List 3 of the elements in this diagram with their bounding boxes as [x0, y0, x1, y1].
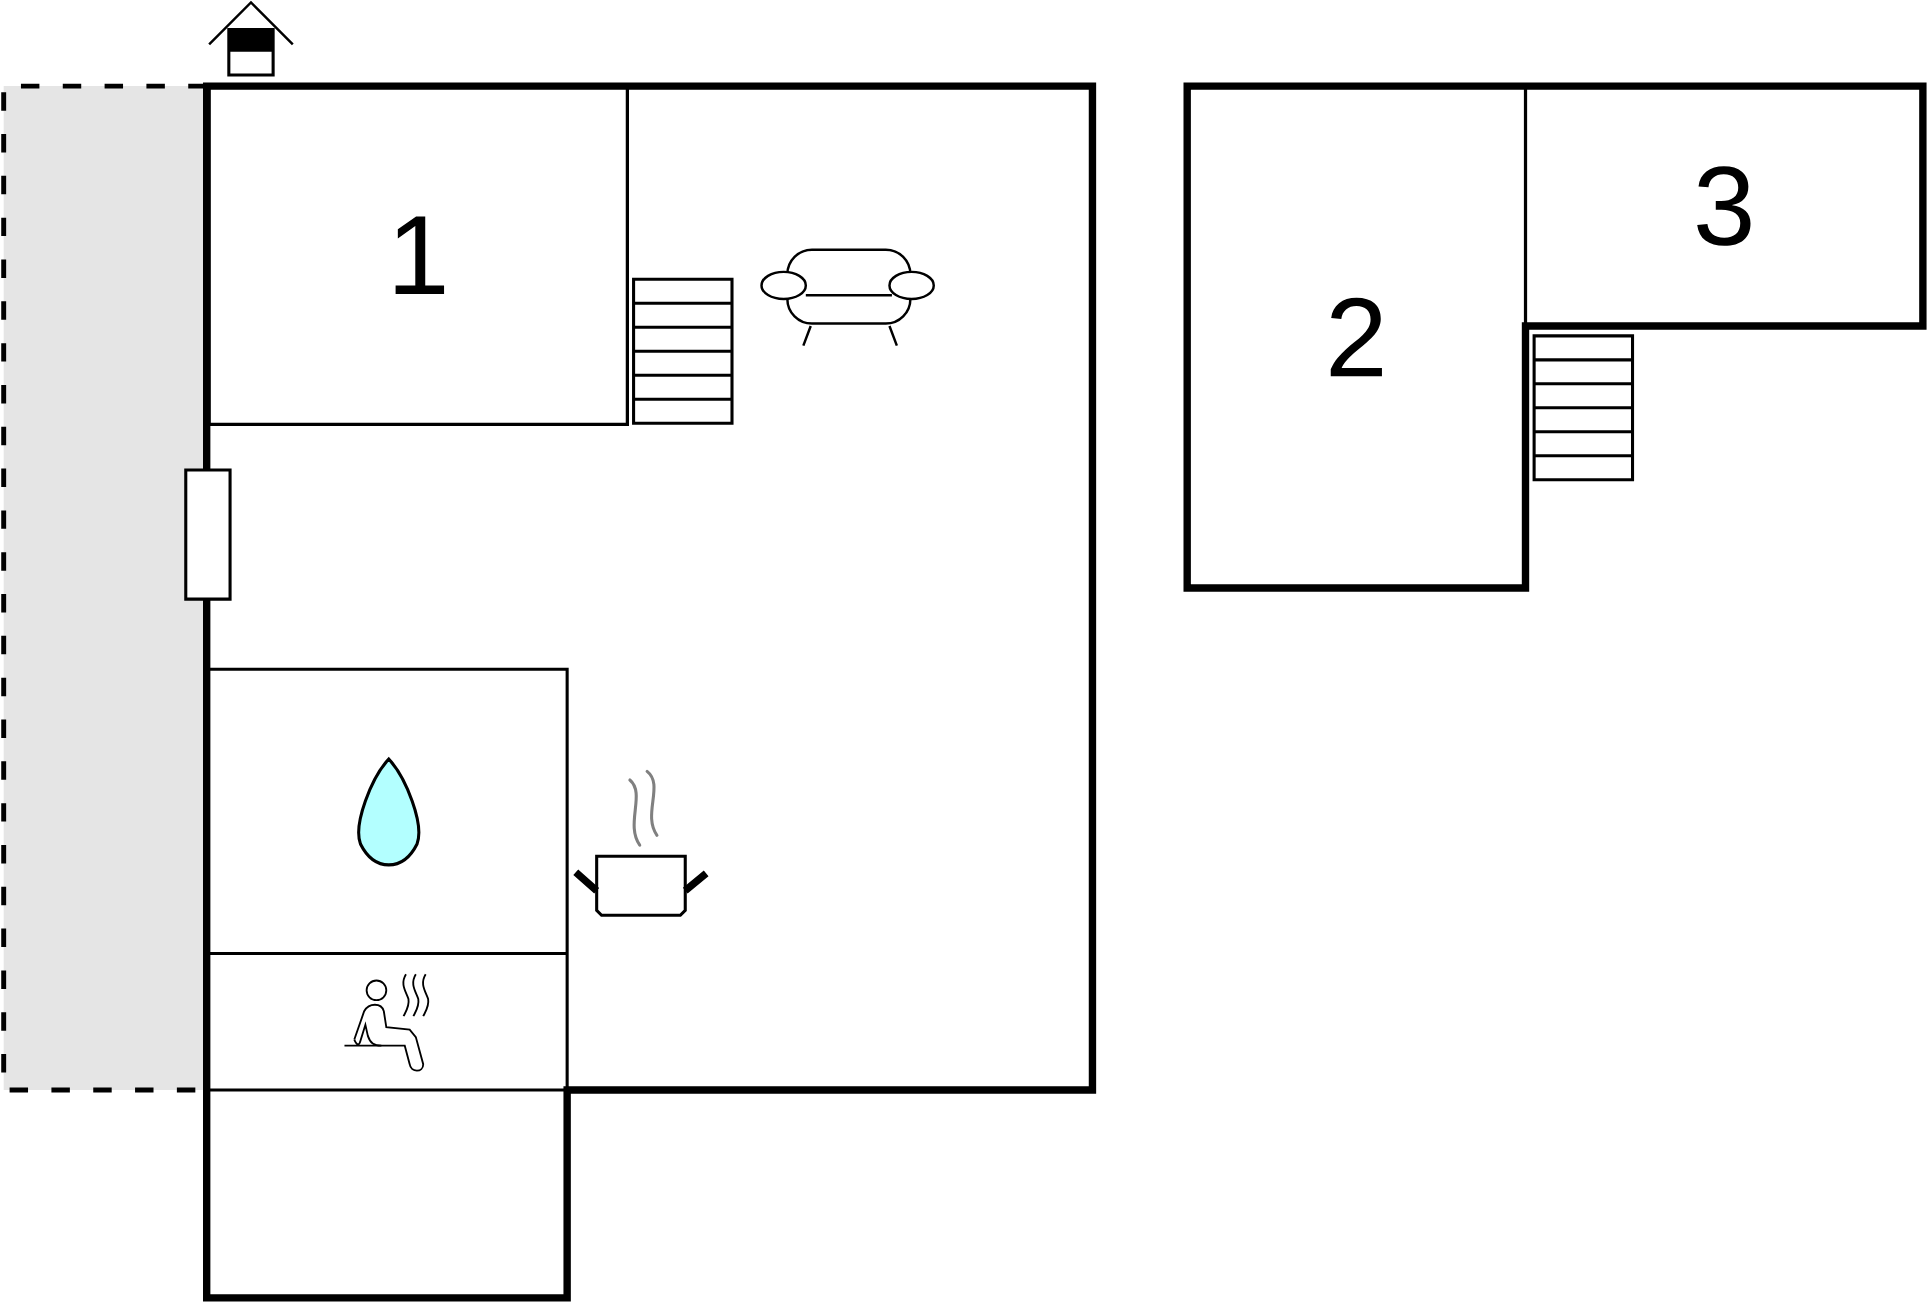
- room-box: 1: [207, 84, 629, 426]
- room-box: 2: [1185, 84, 1527, 590]
- room-box: 3: [1524, 84, 1925, 328]
